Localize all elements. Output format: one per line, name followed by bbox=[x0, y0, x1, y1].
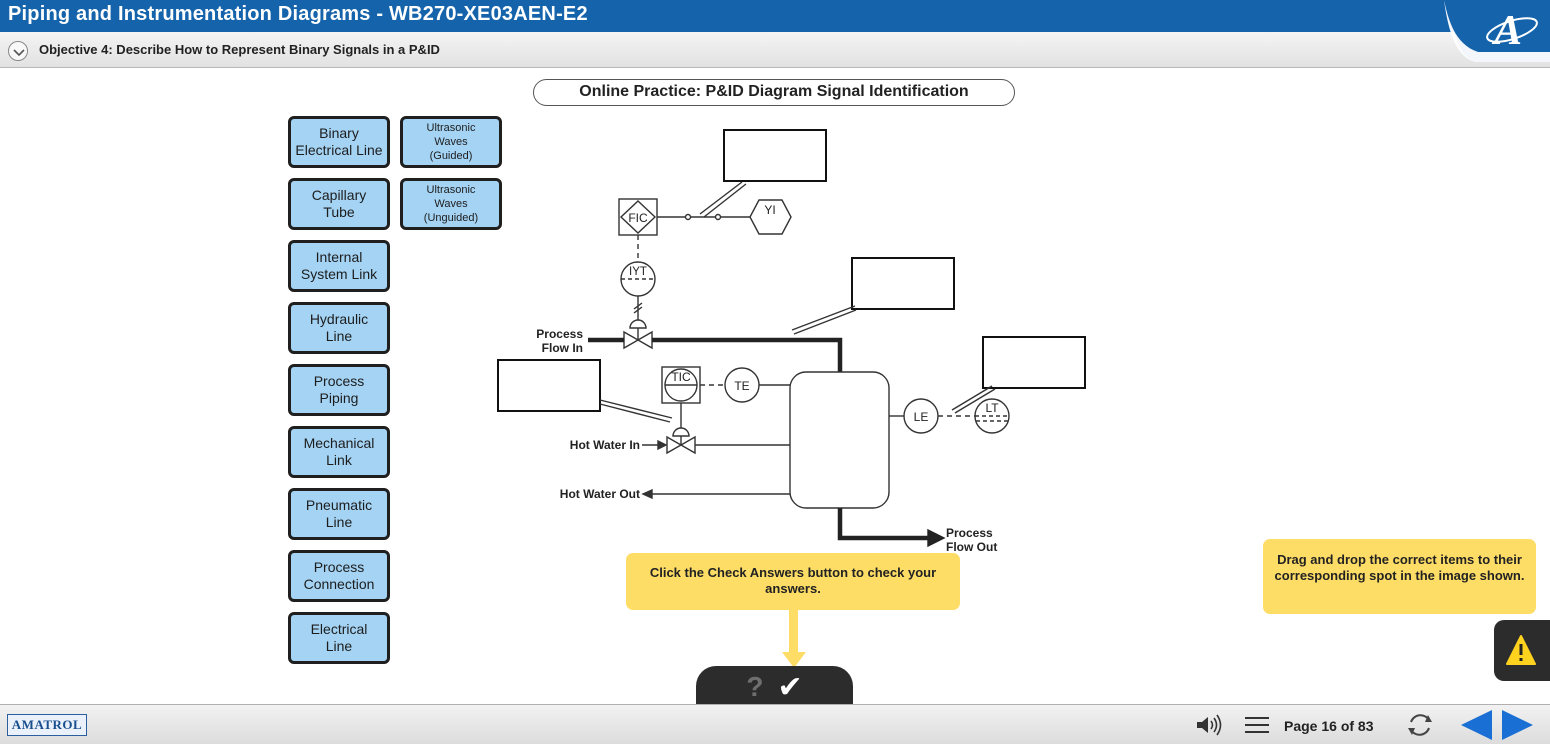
logo-letter: A bbox=[1491, 8, 1522, 54]
hot-water-in-label: Hot Water In bbox=[570, 438, 640, 452]
amatrol-logo: AMATROL bbox=[7, 714, 87, 736]
item-label: Capillary Tube bbox=[311, 187, 367, 220]
check-answers-button[interactable]: ? ✔ bbox=[696, 666, 853, 708]
drag-drop-callout: Drag and drop the correct items to their… bbox=[1263, 539, 1536, 614]
amatrol-a-logo: A bbox=[1430, 0, 1550, 62]
tic-label: TIC bbox=[671, 370, 691, 384]
drop-target-3[interactable] bbox=[497, 359, 601, 412]
warning-icon bbox=[1506, 635, 1536, 665]
item-process-connection[interactable]: Process Connection bbox=[288, 550, 390, 602]
item-process-piping[interactable]: Process Piping bbox=[288, 364, 390, 416]
le-instrument: LE bbox=[903, 398, 939, 434]
drop-target-1[interactable] bbox=[723, 129, 827, 182]
refresh-icon[interactable] bbox=[1404, 710, 1436, 740]
drop-target-4[interactable] bbox=[982, 336, 1086, 389]
question-icon: ? bbox=[746, 671, 764, 702]
page-indicator: Page 16 of 83 bbox=[1284, 718, 1374, 734]
item-capillary-tube[interactable]: Capillary Tube bbox=[288, 178, 390, 230]
item-electrical-line[interactable]: Electrical Line bbox=[288, 612, 390, 664]
hot-water-out-label: Hot Water Out bbox=[560, 487, 640, 501]
item-pneumatic-line[interactable]: Pneumatic Line bbox=[288, 488, 390, 540]
vessel bbox=[789, 371, 890, 509]
item-internal-system-link[interactable]: Internal System Link bbox=[288, 240, 390, 292]
objective-bar: Objective 4: Describe How to Represent B… bbox=[0, 32, 1550, 68]
le-label: LE bbox=[914, 410, 929, 424]
tic-instrument: TIC bbox=[661, 366, 701, 404]
te-instrument: TE bbox=[724, 367, 760, 403]
item-label: Binary Electrical Line bbox=[295, 125, 383, 158]
drop-target-2[interactable] bbox=[851, 257, 955, 310]
item-label: Internal System Link bbox=[300, 249, 378, 282]
arrow-left-icon[interactable] bbox=[1458, 708, 1494, 742]
yi-label: YI bbox=[764, 203, 775, 217]
title-bar: Piping and Instrumentation Diagrams - WB… bbox=[0, 0, 1550, 32]
te-label: TE bbox=[734, 379, 749, 393]
item-binary-electrical-line[interactable]: Binary Electrical Line bbox=[288, 116, 390, 168]
item-mechanical-link[interactable]: Mechanical Link bbox=[288, 426, 390, 478]
process-flow-in-label-2: Flow In bbox=[542, 341, 583, 355]
iyt-label: IYT bbox=[629, 266, 647, 278]
item-label: Ultrasonic Waves (Unguided) bbox=[423, 184, 479, 224]
item-label: Pneumatic Line bbox=[305, 497, 373, 530]
item-label: Process Piping bbox=[313, 373, 365, 406]
callout-arrow-stem bbox=[789, 610, 798, 656]
callout-arrow-head bbox=[782, 652, 806, 668]
arrow-right-icon[interactable] bbox=[1500, 708, 1536, 742]
process-flow-out-label-2: Flow Out bbox=[946, 540, 997, 554]
item-label: Electrical Line bbox=[310, 621, 368, 654]
fic-instrument: FIC bbox=[618, 198, 658, 236]
menu-icon[interactable] bbox=[1244, 714, 1270, 736]
item-hydraulic-line[interactable]: Hydraulic Line bbox=[288, 302, 390, 354]
iyt-instrument: IYT bbox=[620, 261, 656, 297]
item-label: Ultrasonic Waves (Guided) bbox=[426, 122, 476, 162]
item-label: Process Connection bbox=[303, 559, 375, 592]
page-title: Piping and Instrumentation Diagrams - WB… bbox=[8, 3, 588, 25]
bottom-bar: AMATROL Page 16 of 83 bbox=[0, 704, 1550, 744]
lt-label: LT bbox=[985, 401, 999, 415]
speaker-icon[interactable] bbox=[1194, 713, 1224, 737]
check-answers-callout: Click the Check Answers button to check … bbox=[626, 553, 960, 610]
yi-instrument: YI bbox=[749, 199, 792, 235]
fic-label: FIC bbox=[628, 211, 648, 225]
process-flow-in-label: Process bbox=[536, 327, 583, 341]
item-label: Hydraulic Line bbox=[309, 311, 369, 344]
item-ultrasonic-unguided[interactable]: Ultrasonic Waves (Unguided) bbox=[400, 178, 502, 230]
objective-text: Objective 4: Describe How to Represent B… bbox=[39, 42, 440, 57]
item-ultrasonic-guided[interactable]: Ultrasonic Waves (Guided) bbox=[400, 116, 502, 168]
practice-title: Online Practice: P&ID Diagram Signal Ide… bbox=[533, 79, 1015, 106]
checkmark-icon: ✔ bbox=[777, 670, 803, 704]
warning-button[interactable] bbox=[1494, 620, 1550, 681]
process-flow-out-label: Process bbox=[946, 526, 993, 540]
item-label: Mechanical Link bbox=[303, 435, 375, 468]
lt-instrument: LT bbox=[974, 398, 1010, 434]
chevron-down-icon[interactable] bbox=[8, 41, 28, 61]
